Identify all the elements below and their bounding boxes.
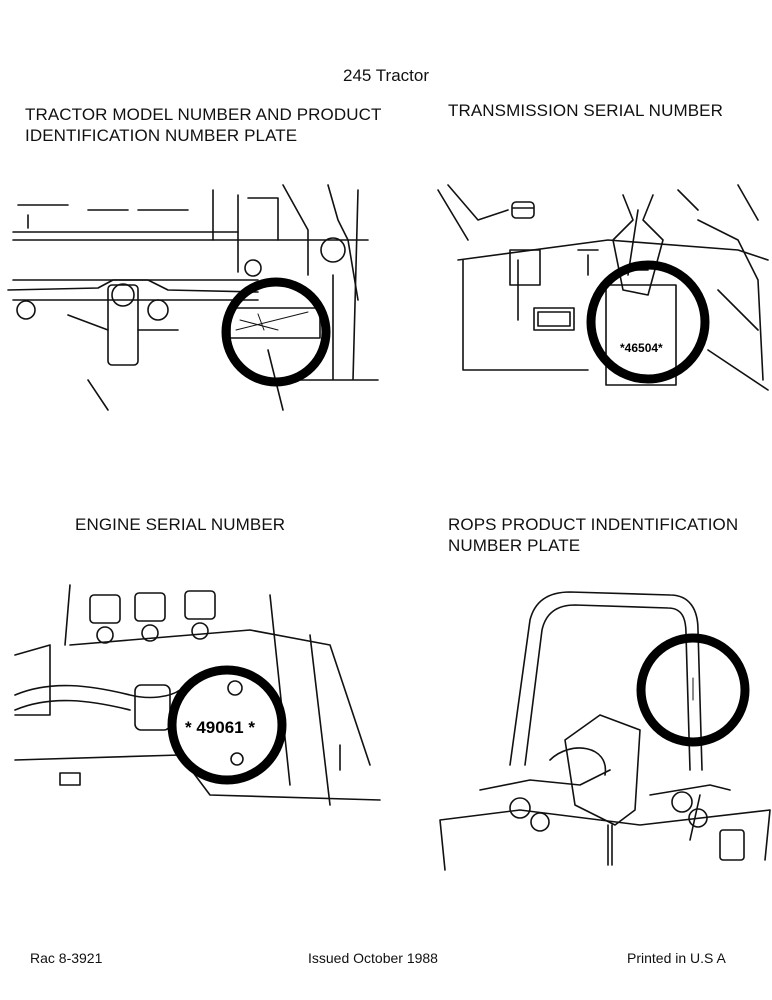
transmission-serial-caption: TRANSMISSION SERIAL NUMBER [448, 101, 723, 120]
tractor-model-caption: TRACTOR MODEL NUMBER AND PRODUCT IDENTIF… [25, 105, 382, 145]
engine-serial-caption: ENGINE SERIAL NUMBER [75, 515, 286, 534]
printed-location: Printed in U.S A [627, 950, 726, 966]
transmission-serial-number: *46504* [620, 341, 663, 355]
rops-illustration [439, 591, 771, 871]
engine-serial-number: * 49061 * [185, 718, 255, 737]
tractor-model-illustration [7, 184, 379, 411]
issue-date: Issued October 1988 [308, 950, 438, 966]
rops-plate-caption: ROPS PRODUCT INDENTIFICATION NUMBER PLAT… [448, 515, 739, 555]
page-title: 245 Tractor [343, 66, 429, 85]
engine-illustration: * 49061 * [14, 584, 381, 806]
transmission-illustration: *46504* [437, 184, 769, 391]
document-code: Rac 8-3921 [30, 950, 103, 966]
